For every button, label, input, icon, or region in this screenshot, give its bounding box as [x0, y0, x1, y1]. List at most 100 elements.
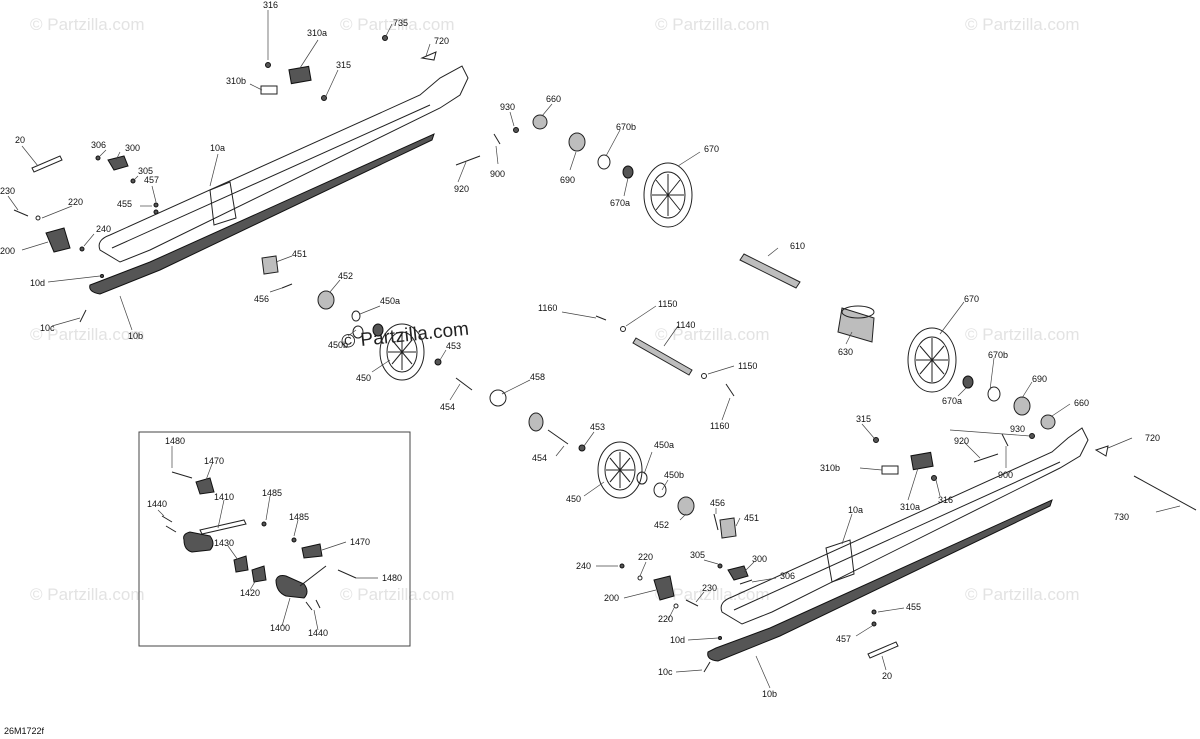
- part-310a-b: [910, 451, 934, 471]
- callout-10d: 10d: [30, 278, 45, 288]
- rail-edge: [733, 461, 1061, 611]
- rivet-10d-b: [718, 636, 722, 640]
- part-310a: [288, 65, 312, 85]
- callout-10d-b: 10d: [670, 635, 685, 645]
- bolts-1440: [161, 515, 177, 533]
- washer-220-b: [637, 575, 643, 581]
- ring-670b: [597, 154, 611, 170]
- callout-450b-b: 450b: [664, 470, 684, 480]
- ring-670b-b: [987, 386, 1001, 402]
- callout-670a-b: 670a: [942, 396, 962, 406]
- bolt-306-b: [739, 579, 753, 585]
- pin-10c: [79, 309, 87, 323]
- callout-315: 315: [336, 60, 351, 70]
- part-451: [261, 255, 279, 275]
- callout-690: 690: [560, 175, 575, 185]
- callout-1480: 1480: [165, 436, 185, 446]
- ring-450b-b: [653, 482, 667, 498]
- callout-670-b: 670: [964, 294, 979, 304]
- ring-450a-b: [636, 471, 648, 485]
- nut-1485-b: [291, 537, 297, 543]
- nut-455: [153, 202, 159, 208]
- nut-305-b: [717, 563, 723, 569]
- callout-1485-b: 1485: [289, 512, 309, 522]
- watermark: © Partzilla.com: [655, 325, 770, 344]
- callout-458: 458: [530, 372, 545, 382]
- callout-450-b: 450: [566, 494, 581, 504]
- callout-310a-b: 310a: [900, 502, 920, 512]
- bolt-1160-b: [725, 383, 735, 397]
- callout-230-b: 230: [702, 583, 717, 593]
- callout-720: 720: [434, 36, 449, 46]
- spacer-670a: [622, 165, 634, 179]
- rail-bracket: [209, 181, 237, 226]
- callout-310a: 310a: [307, 28, 327, 38]
- part-900-b: [1001, 433, 1009, 447]
- callout-220-c: 220: [658, 614, 673, 624]
- spacer: [372, 323, 384, 337]
- spacer-630: [837, 307, 875, 343]
- wheel-rim: [604, 449, 636, 491]
- washer-220: [35, 215, 41, 221]
- part-300: [107, 155, 129, 171]
- callout-457-b: 457: [836, 634, 851, 644]
- slide-rail-10a-b: [720, 427, 1089, 625]
- callout-220-b: 220: [638, 552, 653, 562]
- callout-1480-b: 1480: [382, 573, 402, 583]
- wheel-450-upper: [379, 323, 425, 381]
- part-200: [45, 227, 71, 253]
- part-310b-b: [881, 465, 899, 475]
- callout-453-b: 453: [590, 422, 605, 432]
- part-1430-b: [233, 555, 249, 573]
- bolt-454-b: [547, 429, 569, 445]
- watermark: © Partzilla.com: [965, 15, 1080, 34]
- slider-10b: [89, 133, 435, 295]
- callout-315-b: 315: [856, 414, 871, 424]
- callout-305-b: 305: [690, 550, 705, 560]
- part-20: [31, 155, 63, 173]
- watermark: © Partzilla.com: [655, 585, 770, 604]
- callout-1400: 1400: [270, 623, 290, 633]
- callout-1160-b: 1160: [710, 421, 729, 431]
- ring-458: [489, 389, 507, 407]
- callout-450a-b: 450a: [654, 440, 674, 450]
- ring-450a: [351, 310, 361, 322]
- callout-10a-b: 10a: [848, 505, 863, 515]
- nut-930: [513, 127, 519, 133]
- washer-220-c: [673, 603, 679, 609]
- bearing-452: [317, 290, 335, 310]
- wheel-spokes: [388, 334, 416, 370]
- callout-451: 451: [292, 249, 307, 259]
- cable-730: [1133, 475, 1197, 511]
- callout-10a: 10a: [210, 143, 225, 153]
- callout-1410: 1410: [214, 492, 234, 502]
- callout-670: 670: [704, 144, 719, 154]
- slide-rail-10a: [98, 65, 469, 263]
- callout-930-b: 930: [1010, 424, 1025, 434]
- callout-455: 455: [117, 199, 132, 209]
- callout-690-b: 690: [1032, 374, 1047, 384]
- spacer-670a-b: [962, 375, 974, 389]
- rail-bracket: [825, 539, 855, 583]
- washer-1150-b: [701, 373, 707, 379]
- callout-920: 920: [454, 184, 469, 194]
- callout-454: 454: [440, 402, 455, 412]
- callout-456: 456: [254, 294, 269, 304]
- callout-450a: 450a: [380, 296, 400, 306]
- callout-labels: 316 735 310a 720 315 310b 930 660 670b 6…: [0, 0, 1160, 699]
- callout-930: 930: [500, 102, 515, 112]
- callout-316: 316: [263, 0, 278, 10]
- wheel-spokes: [652, 174, 684, 216]
- wheel-rim: [650, 171, 686, 219]
- bearing-690: [568, 132, 586, 152]
- callout-200: 200: [0, 246, 15, 256]
- bearing-458: [528, 412, 544, 432]
- callout-306: 306: [91, 140, 106, 150]
- callout-230: 230: [0, 186, 15, 196]
- callout-240-b: 240: [576, 561, 591, 571]
- bolt-457-b: [871, 621, 877, 627]
- callout-310b: 310b: [226, 76, 246, 86]
- callout-720-b: 720: [1145, 433, 1160, 443]
